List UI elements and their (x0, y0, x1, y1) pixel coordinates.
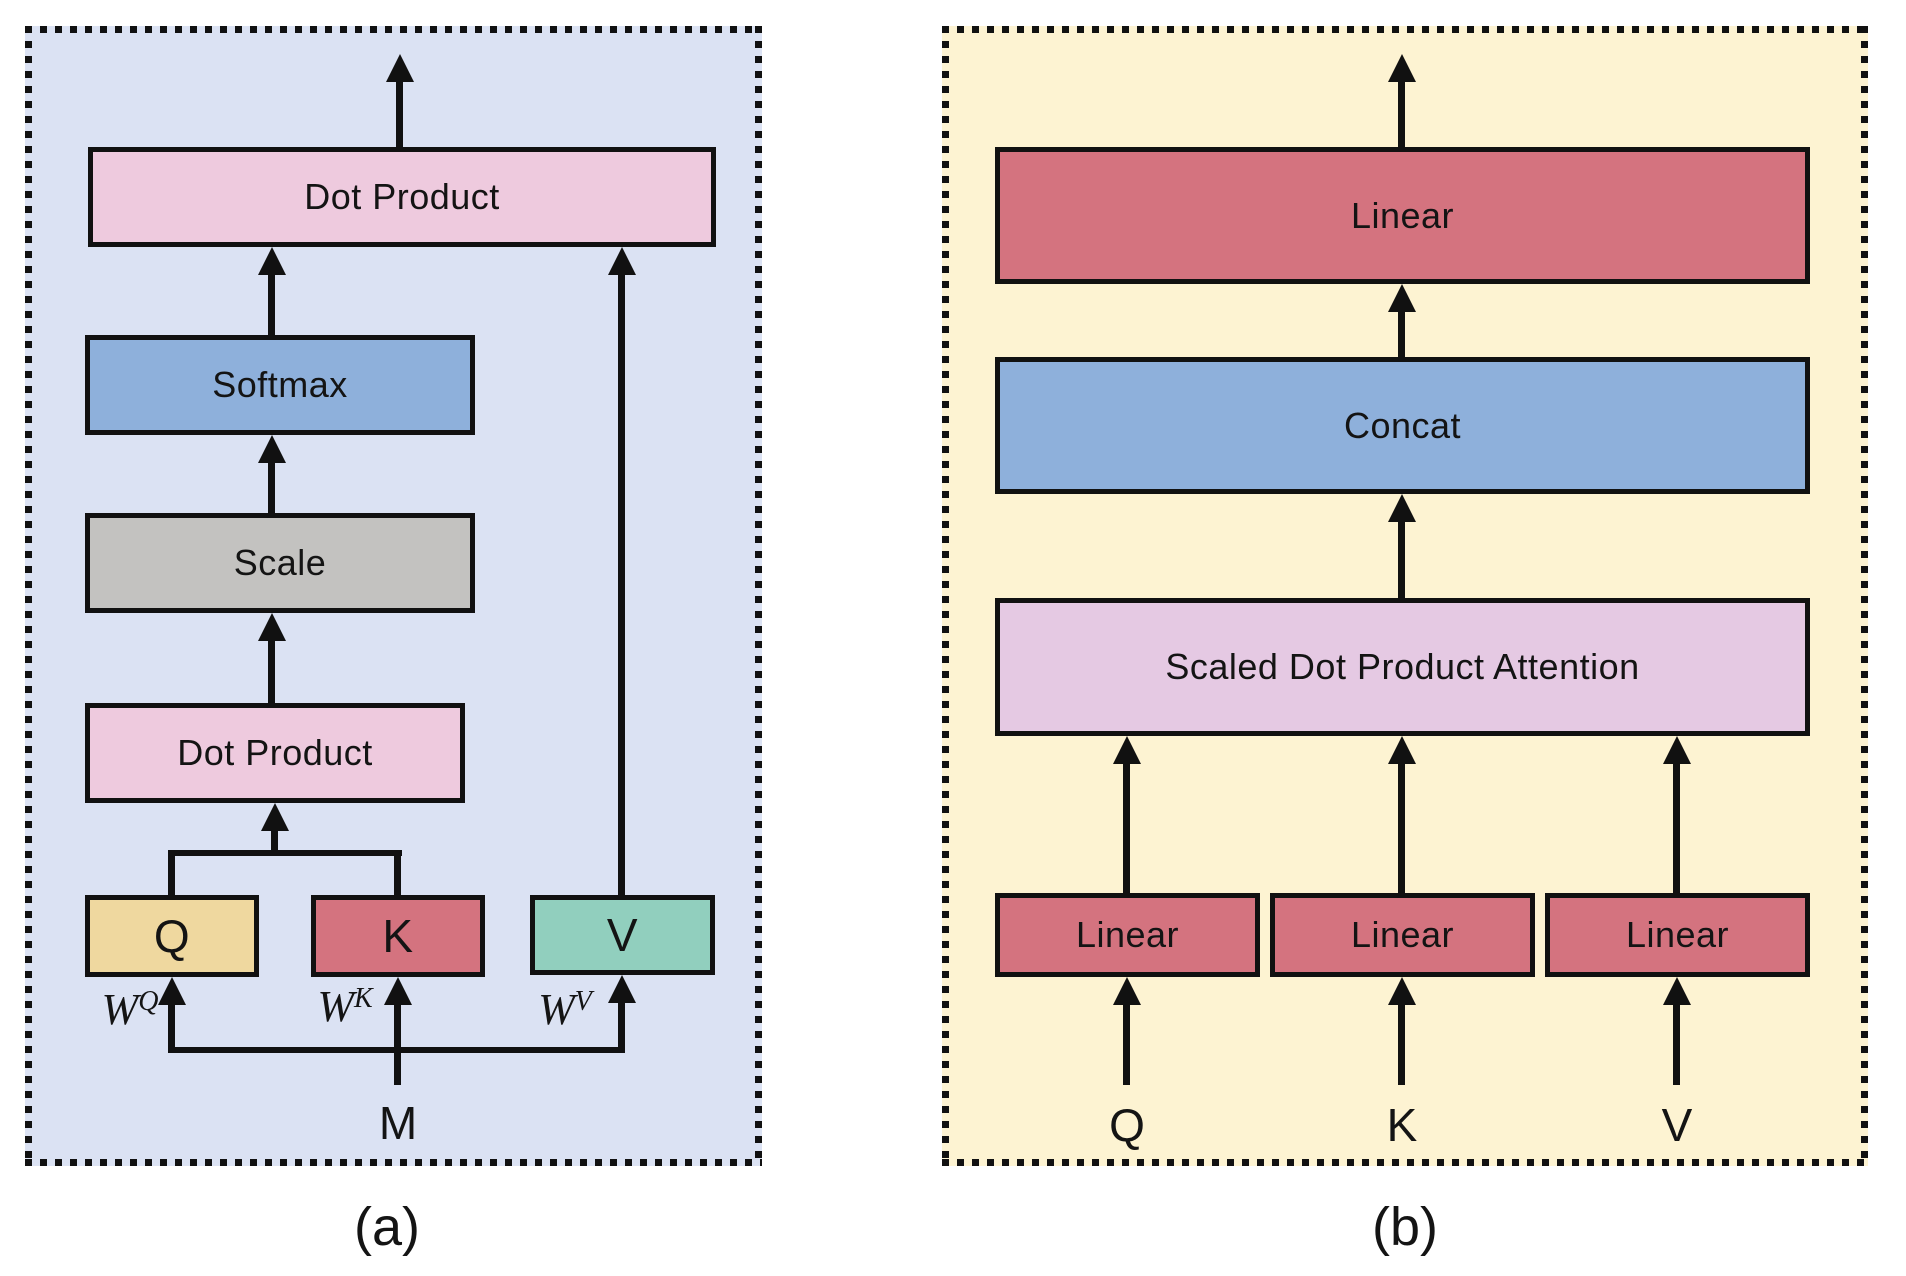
label-weight-k: WK (317, 981, 372, 1032)
arrow-k-to-linear-line (1398, 1001, 1405, 1085)
arrow-m-to-k-head (384, 977, 412, 1005)
m-distribution-line (168, 1047, 625, 1053)
label-input-v-text: V (1661, 1099, 1693, 1151)
arrow-k-to-linear-head (1388, 977, 1416, 1005)
arrow-linearq-to-attention-line (1123, 760, 1130, 893)
bracket-qk-horizontal (168, 850, 402, 856)
box-dot-product-qk: Dot Product (85, 703, 465, 803)
panel-b-border-right (1861, 26, 1868, 1166)
arrow-v-to-linear-head (1663, 977, 1691, 1005)
label-weight-q-base: W (101, 985, 139, 1034)
caption-b: (b) (1372, 1196, 1438, 1258)
arrow-q-to-linear-line (1123, 1001, 1130, 1085)
box-k: K (311, 895, 485, 977)
arrow-dotproduct-to-scale-line (268, 637, 275, 703)
box-q: Q (85, 895, 259, 977)
caption-b-text: (b) (1372, 1197, 1438, 1257)
box-dot-product-qk-label: Dot Product (177, 732, 373, 773)
panel-a-border-top (25, 26, 762, 33)
arrow-attention-to-concat-head (1388, 494, 1416, 522)
panel-b-output-arrow-line (1398, 78, 1405, 147)
box-k-label: K (382, 910, 414, 962)
bracket-qk-stub-k (394, 850, 401, 895)
box-softmax-label: Softmax (212, 364, 348, 405)
box-linear-output: Linear (995, 147, 1810, 284)
label-input-k-text: K (1386, 1099, 1418, 1151)
arrow-softmax-to-dotproduct-head (258, 247, 286, 275)
label-weight-q: WQ (102, 984, 159, 1035)
arrow-m-to-v-head (608, 975, 636, 1003)
box-linear-q: Linear (995, 893, 1260, 977)
label-weight-v-base: W (538, 985, 575, 1034)
box-softmax: Softmax (85, 335, 475, 435)
arrow-lineark-to-attention-head (1388, 736, 1416, 764)
label-input-k: K (1387, 1098, 1418, 1152)
label-weight-q-sup: Q (138, 986, 159, 1017)
box-linear-q-label: Linear (1075, 914, 1180, 955)
label-weight-k-base: W (317, 982, 354, 1031)
arrow-v-to-dotproduct-head (608, 247, 636, 275)
panel-a-border-bottom (25, 1159, 762, 1166)
label-input-m-text: M (378, 1097, 418, 1149)
arrow-linearv-to-attention-head (1663, 736, 1691, 764)
box-linear-v-label: Linear (1625, 914, 1730, 955)
panel-a-border-right (755, 26, 762, 1166)
arrow-attention-to-concat-line (1398, 518, 1405, 598)
box-v-label: V (606, 909, 639, 961)
label-input-q: Q (1109, 1098, 1145, 1152)
label-input-v: V (1662, 1098, 1693, 1152)
arrow-v-to-dotproduct-line (618, 271, 625, 895)
arrow-scale-to-softmax-head (258, 435, 286, 463)
caption-a: (a) (354, 1196, 420, 1258)
bracket-qk-stub-q (168, 850, 175, 895)
panel-b-border-left (942, 26, 949, 1166)
box-linear-k: Linear (1270, 893, 1535, 977)
box-scaled-dot-product-attention: Scaled Dot Product Attention (995, 598, 1810, 736)
box-concat-label: Concat (1343, 404, 1462, 446)
box-linear-k-label: Linear (1350, 914, 1455, 955)
arrow-q-to-linear-head (1113, 977, 1141, 1005)
label-input-q-text: Q (1109, 1099, 1145, 1151)
arrow-m-to-q-head (158, 977, 186, 1005)
panel-b-border-bottom (942, 1159, 1868, 1166)
label-weight-v: WV (538, 984, 592, 1035)
arrow-lineark-to-attention-line (1398, 760, 1405, 893)
arrow-m-to-k-line (394, 1001, 401, 1085)
label-weight-v-sup: V (574, 986, 592, 1017)
box-q-label: Q (153, 910, 191, 962)
box-linear-v: Linear (1545, 893, 1810, 977)
arrow-softmax-to-dotproduct-line (268, 271, 275, 335)
arrow-concat-to-linear-head (1388, 284, 1416, 312)
arrow-dotproduct-to-scale-head (258, 613, 286, 641)
arrow-m-to-v-line (618, 999, 625, 1053)
arrow-linearq-to-attention-head (1113, 736, 1141, 764)
panel-a-border-left (25, 26, 32, 1166)
arrow-m-to-q-line (168, 1001, 175, 1053)
box-scale-label: Scale (233, 542, 327, 583)
box-dot-product-output: Dot Product (88, 147, 716, 247)
box-scaled-dot-product-attention-label: Scaled Dot Product Attention (1165, 646, 1640, 687)
label-input-m: M (379, 1096, 417, 1150)
arrow-bracket-to-dotproduct-head (261, 803, 289, 831)
label-weight-k-sup: K (353, 983, 373, 1014)
box-dot-product-output-label: Dot Product (304, 176, 500, 217)
arrow-scale-to-softmax-line (268, 459, 275, 513)
panel-b-output-arrowhead (1388, 54, 1416, 82)
panel-a-output-arrow-line (396, 78, 403, 147)
arrow-v-to-linear-line (1673, 1001, 1680, 1085)
arrow-linearv-to-attention-line (1673, 760, 1680, 893)
arrow-concat-to-linear-line (1398, 308, 1405, 357)
caption-a-text: (a) (354, 1197, 420, 1257)
box-v: V (530, 895, 715, 975)
arrow-bracket-to-dotproduct-line (271, 827, 278, 856)
box-linear-output-label: Linear (1350, 194, 1455, 236)
panel-b-border-top (942, 26, 1868, 33)
box-concat: Concat (995, 357, 1810, 494)
box-scale: Scale (85, 513, 475, 613)
panel-a-output-arrowhead (386, 54, 414, 82)
